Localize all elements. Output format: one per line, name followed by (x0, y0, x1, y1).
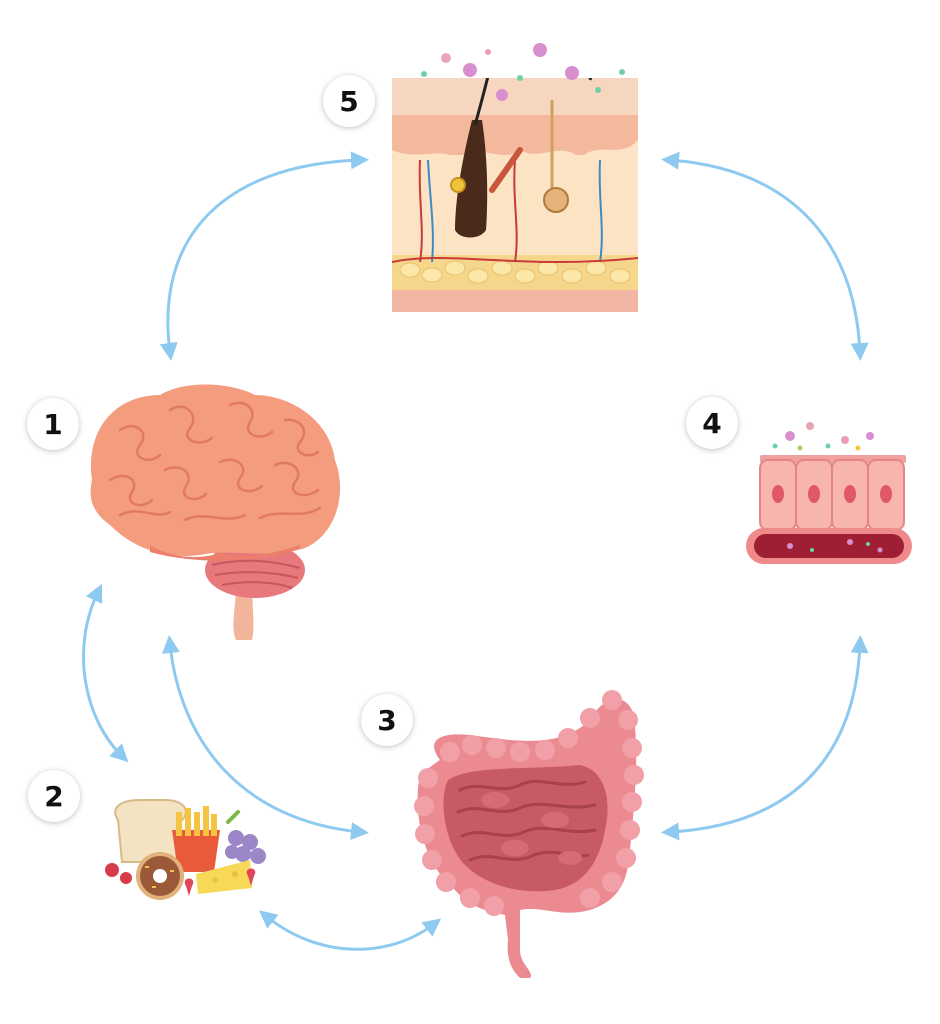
badge-2-label: 2 (44, 780, 63, 813)
badge-5-label: 5 (339, 85, 358, 118)
badge-1-label: 1 (43, 408, 62, 441)
arrow-food-intestines (259, 910, 442, 951)
food-icon (105, 799, 266, 900)
arrow-gut-lining-intestines (661, 635, 869, 841)
badge-2: 2 (28, 770, 80, 822)
gut-lining-microbes (772, 422, 874, 451)
arrow-skin-gut-lining (661, 151, 869, 361)
intestines-icon (414, 690, 644, 978)
arrows (81, 151, 869, 951)
badge-3: 3 (361, 694, 413, 746)
badge-4: 4 (686, 397, 738, 449)
skin-microbes (421, 43, 625, 101)
badge-5: 5 (323, 75, 375, 127)
gut-lining-icon (746, 422, 912, 564)
badge-1: 1 (27, 398, 79, 450)
arrow-brain-skin (159, 151, 369, 361)
skin-cross-section-icon (392, 43, 638, 312)
badge-3-label: 3 (377, 704, 396, 737)
badge-4-label: 4 (702, 407, 721, 440)
brain-icon (90, 384, 341, 640)
arrow-brain-food (81, 583, 129, 763)
arrow-intestines-brain (161, 635, 369, 841)
